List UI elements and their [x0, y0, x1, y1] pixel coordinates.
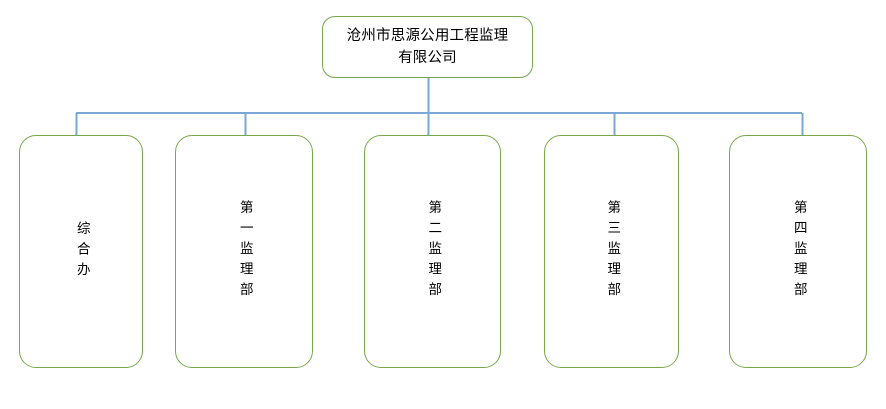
org-node-dept-5[interactable]: 第四监理部 — [729, 135, 867, 368]
org-node-dept-4-inner: 第三监理部 — [545, 136, 678, 367]
org-node-dept-4-label: 第三监理部 — [604, 200, 621, 303]
org-node-dept-3-inner: 第二监理部 — [365, 136, 500, 367]
org-node-dept-1-inner: 综合办 — [20, 136, 142, 367]
org-node-dept-3-label: 第二监理部 — [425, 200, 442, 303]
org-node-dept-1[interactable]: 综合办 — [19, 135, 143, 368]
org-node-dept-2-inner: 第一监理部 — [176, 136, 312, 367]
org-node-dept-2-label: 第一监理部 — [236, 200, 253, 303]
org-node-dept-4[interactable]: 第三监理部 — [544, 135, 679, 368]
org-node-dept-5-label: 第四监理部 — [790, 200, 807, 303]
org-node-dept-1-label: 综合办 — [73, 220, 90, 283]
org-node-dept-5-inner: 第四监理部 — [730, 136, 866, 367]
org-node-root[interactable]: 沧州市思源公用工程监理 有限公司 — [322, 16, 533, 78]
org-node-root-label: 沧州市思源公用工程监理 有限公司 — [346, 27, 509, 66]
org-node-dept-3[interactable]: 第二监理部 — [364, 135, 501, 368]
org-node-dept-2[interactable]: 第一监理部 — [175, 135, 313, 368]
